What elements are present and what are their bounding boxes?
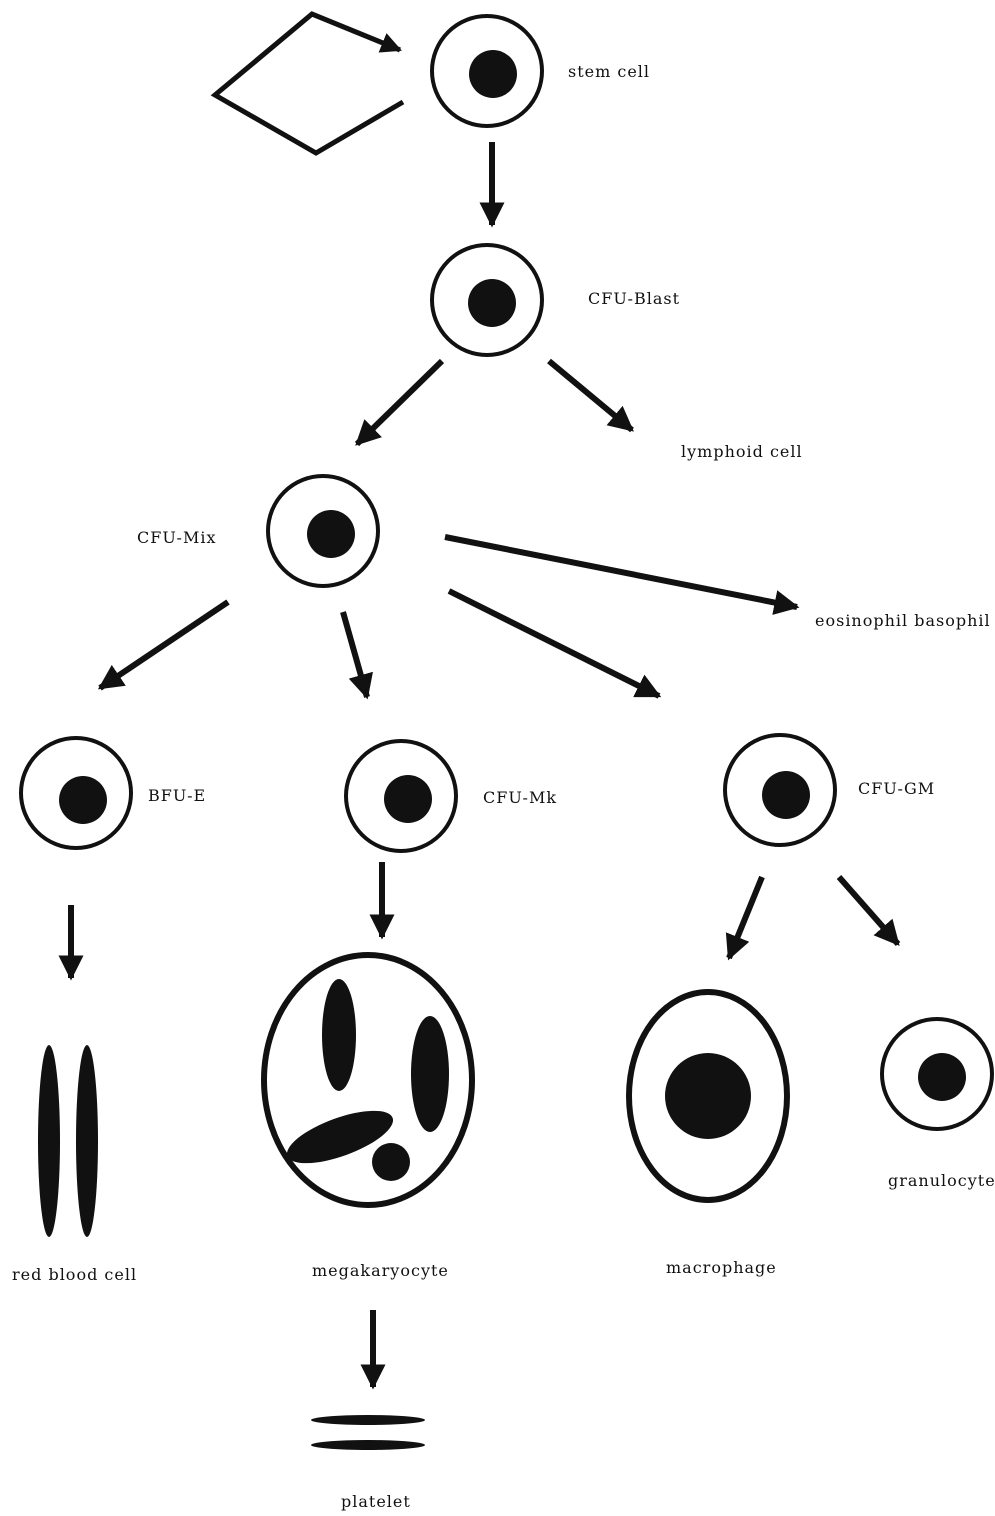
eosinophil-basophil-label: eosinophil basophil: [815, 611, 991, 630]
cfu-gm-cell: [725, 735, 835, 845]
arrow-mix-to-cfu-mk: [343, 612, 367, 697]
megakaryocyte-label: megakaryocyte: [312, 1261, 449, 1280]
cfu-mix-cell: [268, 476, 378, 586]
macrophage-cell: [629, 992, 787, 1200]
arrow-blast-to-mix: [357, 361, 442, 444]
bfu-e-cell: [21, 738, 131, 848]
platelet-label: platelet: [341, 1492, 411, 1511]
cfu-mk-cell: [346, 741, 456, 851]
megakaryocyte-cell: [264, 955, 472, 1205]
arrow-cfu-gm-to-granulocyte: [839, 877, 898, 944]
platelet-shapes: [311, 1415, 425, 1450]
stem-cell-label: stem cell: [568, 62, 650, 81]
cfu-mk-label: CFU-Mk: [483, 788, 557, 807]
arrow-mix-to-bfu-e: [100, 602, 228, 688]
macrophage-label: macrophage: [666, 1258, 777, 1277]
arrow-blast-to-lymphoid: [549, 361, 632, 430]
cfu-blast-cell: [432, 245, 542, 355]
granulocyte-cell: [882, 1019, 992, 1129]
cfu-blast-label: CFU-Blast: [588, 289, 680, 308]
granulocyte-label: granulocyte: [888, 1171, 995, 1190]
self-renewal-arrow: [215, 14, 403, 153]
arrow-cfu-gm-to-macrophage: [729, 877, 762, 958]
arrow-mix-to-cfu-gm: [449, 591, 659, 696]
lymphoid-cell-label: lymphoid cell: [681, 442, 803, 461]
arrow-mix-to-eosinophil: [445, 537, 797, 607]
cfu-mix-label: CFU-Mix: [137, 528, 216, 547]
red-blood-cell-label: red blood cell: [12, 1265, 137, 1284]
red-blood-cell: [38, 1045, 98, 1237]
stem-cell: [432, 16, 542, 126]
bfu-e-label: BFU-E: [148, 786, 206, 805]
cfu-gm-label: CFU-GM: [858, 779, 935, 798]
